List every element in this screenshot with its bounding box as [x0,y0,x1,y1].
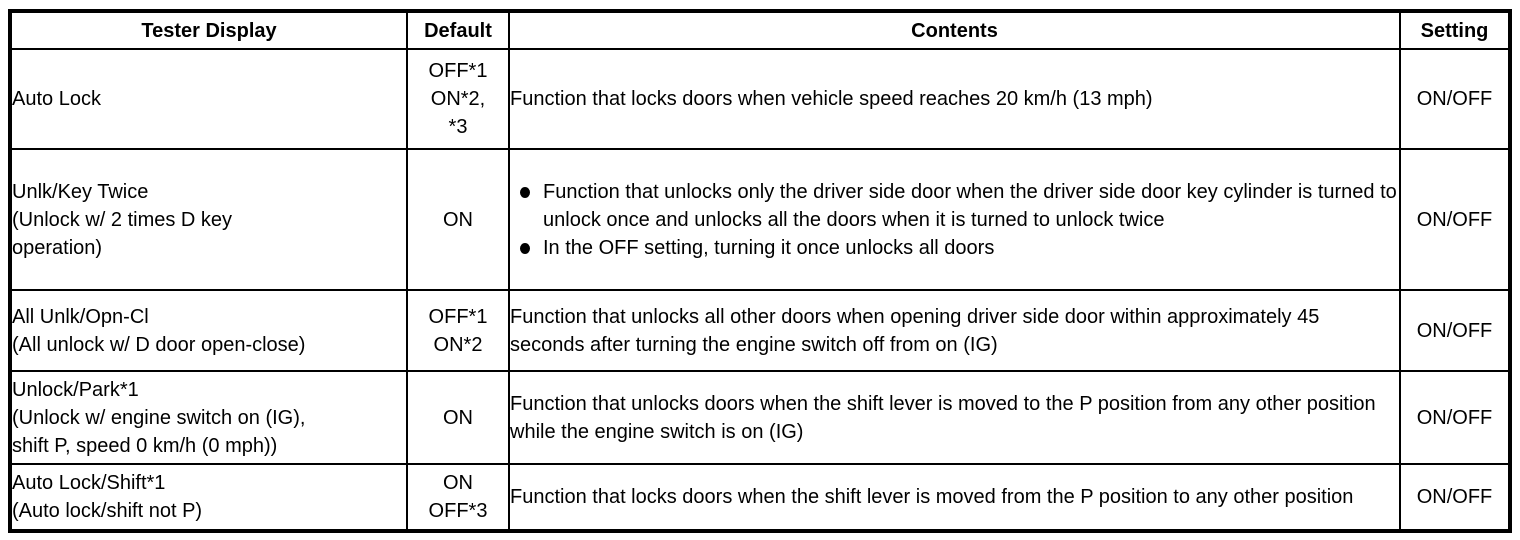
table-row: Unlk/Key Twice (Unlock w/ 2 times D key op… [9,148,1511,291]
setting-cell: ON/OFF [1399,370,1511,465]
tester-display-cell: Unlk/Key Twice (Unlock w/ 2 times D key op… [9,148,408,291]
tester-display-line: Auto Lock/Shift*1 [12,472,166,494]
setting-cell: ON/OFF [1399,463,1511,532]
tester-display-cell: Unlock/Park*1 (Unlock w/ engine switch on… [9,370,408,465]
tester-display-line: (Unlock w/ 2 times D key [12,208,233,231]
contents-text: Function that locks doors when vehicle s… [510,88,1153,110]
contents-cell: Function that unlocks doors when the shi… [508,370,1401,465]
contents-text: Function that locks doors when the shift… [510,486,1354,508]
column-header-contents: Contents [508,10,1401,50]
tester-display-line: (Unlock w/ engine switch on (IG), [12,406,306,429]
bullet-icon [520,242,530,254]
column-header-default: Default [406,10,510,50]
table-header-row: Tester Display Default Contents Setting [9,10,1511,50]
default-value-line: ON*2 [433,333,483,356]
default-value-line: ON [443,406,473,429]
tester-display-cell: Auto Lock/Shift*1 (Auto lock/shift not P) [9,463,408,532]
default-value-cell: ON [406,148,510,291]
setting-cell: ON/OFF [1399,48,1511,150]
bullet-text: Function that unlocks only the driver si… [543,180,1397,231]
tester-display-line: (Auto lock/shift not P) [12,500,203,522]
default-value-line: ON [443,472,473,494]
table-header: Tester Display Default Contents Setting [9,10,1511,50]
contents-cell: Function that unlocks only the driver si… [508,148,1401,291]
table-row: Auto Lock/Shift*1 (Auto lock/shift not P)… [9,463,1511,532]
tester-display-line: (All unlock w/ D door open-close) [12,333,306,356]
tester-display-line: Unlk/Key Twice [12,180,149,203]
tester-display-line: operation) [12,236,103,259]
bullet-icon [520,186,530,198]
contents-cell: Function that unlocks all other doors wh… [508,289,1401,372]
default-value-line: *3 [448,116,468,138]
tester-display-line: Unlock/Park*1 [12,378,139,401]
table-row: Unlock/Park*1 (Unlock w/ engine switch on… [9,370,1511,465]
contents-text: Function that unlocks doors when the shi… [510,392,1376,443]
setting-cell: ON/OFF [1399,148,1511,291]
bullet-text: In the OFF setting, turning it once unlo… [543,236,995,259]
contents-cell: Function that locks doors when vehicle s… [508,48,1401,150]
contents-text: Function that unlocks all other doors wh… [510,305,1320,356]
default-value-line: OFF*1 [428,60,488,82]
default-value-line: ON*2, [430,88,486,110]
default-value-cell: ON OFF*3 [406,463,510,532]
tester-display-line: Auto Lock [12,88,101,110]
tester-display-cell: All Unlk/Opn-Cl (All unlock w/ D door ope… [9,289,408,372]
column-header-setting: Setting [1399,10,1511,50]
setting-cell: ON/OFF [1399,289,1511,372]
default-value-line: OFF*1 [428,305,488,328]
tester-display-line: shift P, speed 0 km/h (0 mph)) [12,434,278,457]
column-header-tester-display: Tester Display [9,10,408,50]
tester-display-line: All Unlk/Opn-Cl [12,305,149,328]
tester-display-cell: Auto Lock [9,48,408,150]
bullet-item: Function that unlocks only the driver si… [511,178,1398,234]
default-value-cell: ON [406,370,510,465]
table-row: All Unlk/Opn-Cl (All unlock w/ D door ope… [9,289,1511,372]
bullet-item: In the OFF setting, turning it once unlo… [511,234,1398,262]
contents-cell: Function that locks doors when the shift… [508,463,1401,532]
default-value-line: OFF*3 [428,500,488,522]
default-value-line: ON [443,208,473,231]
tester-settings-table: Tester Display Default Contents Setting … [8,9,1512,533]
